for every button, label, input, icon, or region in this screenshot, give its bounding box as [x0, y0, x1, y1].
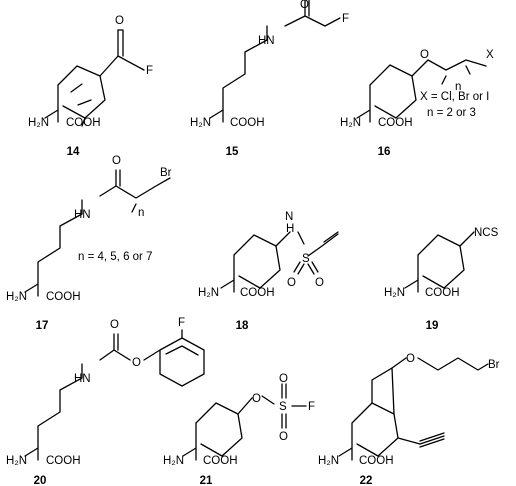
acid-label: COOH	[66, 117, 101, 129]
amine-label: H₂N	[384, 287, 405, 299]
halide-label: X	[486, 49, 494, 61]
acid-label: COOH	[240, 287, 275, 299]
nh-label: HN	[74, 209, 91, 221]
acid-label: COOH	[230, 117, 265, 129]
repeat-n-label: n	[138, 207, 144, 219]
nh-n-label: N	[285, 211, 293, 223]
oxygen-label: O	[406, 353, 415, 365]
compound-20-number: 20	[34, 475, 47, 486]
compound-18: N H S O O H₂N COOH 18	[198, 211, 339, 332]
nh-h-label: H	[286, 223, 294, 235]
compound-15: HN O F H₂N COOH 15	[190, 0, 349, 158]
amine-label: H₂N	[340, 117, 361, 129]
compound-22-number: 22	[360, 475, 373, 486]
compound-17: HN O Br n n = 4, 5, 6 or 7 H₂N COOH 17	[6, 155, 172, 332]
compound-18-number: 18	[236, 320, 249, 332]
oxygen-label: O	[252, 393, 261, 405]
amine-label: H₂N	[198, 287, 219, 299]
compound-16: O X n X = Cl, Br or I n = 2 or 3 H₂N COO…	[340, 49, 494, 158]
amine-label: H₂N	[28, 117, 49, 129]
amine-label: H₂N	[190, 117, 211, 129]
amine-label: H₂N	[163, 455, 184, 467]
oxygen-label: O	[279, 373, 288, 385]
oxygen-label: O	[420, 49, 429, 61]
oxygen-label: O	[287, 277, 296, 289]
acid-label: COOH	[359, 455, 394, 467]
fluorine-label: F	[342, 13, 349, 25]
note-halide: X = Cl, Br or I	[420, 91, 489, 103]
isothiocyanate-label: NCS	[474, 227, 499, 239]
bromine-label: Br	[488, 359, 500, 371]
nh-label: HN	[258, 35, 275, 47]
compound-21: O S O O F H₂N COOH 21	[163, 373, 315, 486]
compound-22: O Br H₂N COOH 22	[318, 353, 500, 486]
compound-19-number: 19	[426, 320, 439, 332]
sulfur-label: S	[302, 253, 310, 265]
note-n: n = 2 or 3	[427, 107, 476, 119]
oxygen-label: O	[279, 431, 288, 443]
compound-20: HN O O F H₂N COOH 20	[6, 317, 205, 486]
acid-label: COOH	[46, 455, 81, 467]
compound-19: NCS H₂N COOH 19	[384, 227, 499, 332]
bromine-label: Br	[160, 167, 172, 179]
note-n: n = 4, 5, 6 or 7	[78, 251, 152, 263]
nh-label: HN	[74, 373, 91, 385]
compound-14: O F H₂N COOH 14	[28, 15, 153, 158]
compound-15-number: 15	[226, 146, 239, 158]
acid-label: COOH	[425, 287, 460, 299]
acid-label: COOH	[46, 291, 81, 303]
amine-label: H₂N	[6, 455, 27, 467]
oxygen-label: O	[112, 155, 121, 167]
compound-14-number: 14	[67, 146, 80, 158]
compound-17-number: 17	[36, 320, 49, 332]
oxygen-label: O	[315, 277, 324, 289]
amine-label: H₂N	[6, 291, 27, 303]
amine-label: H₂N	[318, 455, 339, 467]
oxygen-label: O	[110, 319, 119, 331]
fluorine-label: F	[146, 65, 153, 77]
fluorine-label: F	[308, 401, 315, 413]
oxygen-label: O	[300, 0, 309, 11]
compound-16-number: 16	[378, 146, 391, 158]
oxygen-label: O	[132, 357, 141, 369]
repeat-n-label: n	[455, 81, 461, 93]
sulfur-label: S	[279, 401, 287, 413]
compound-21-number: 21	[200, 475, 213, 486]
oxygen-label: O	[115, 15, 124, 27]
acid-label: COOH	[203, 455, 238, 467]
fluorine-label: F	[178, 317, 185, 329]
acid-label: COOH	[378, 117, 413, 129]
